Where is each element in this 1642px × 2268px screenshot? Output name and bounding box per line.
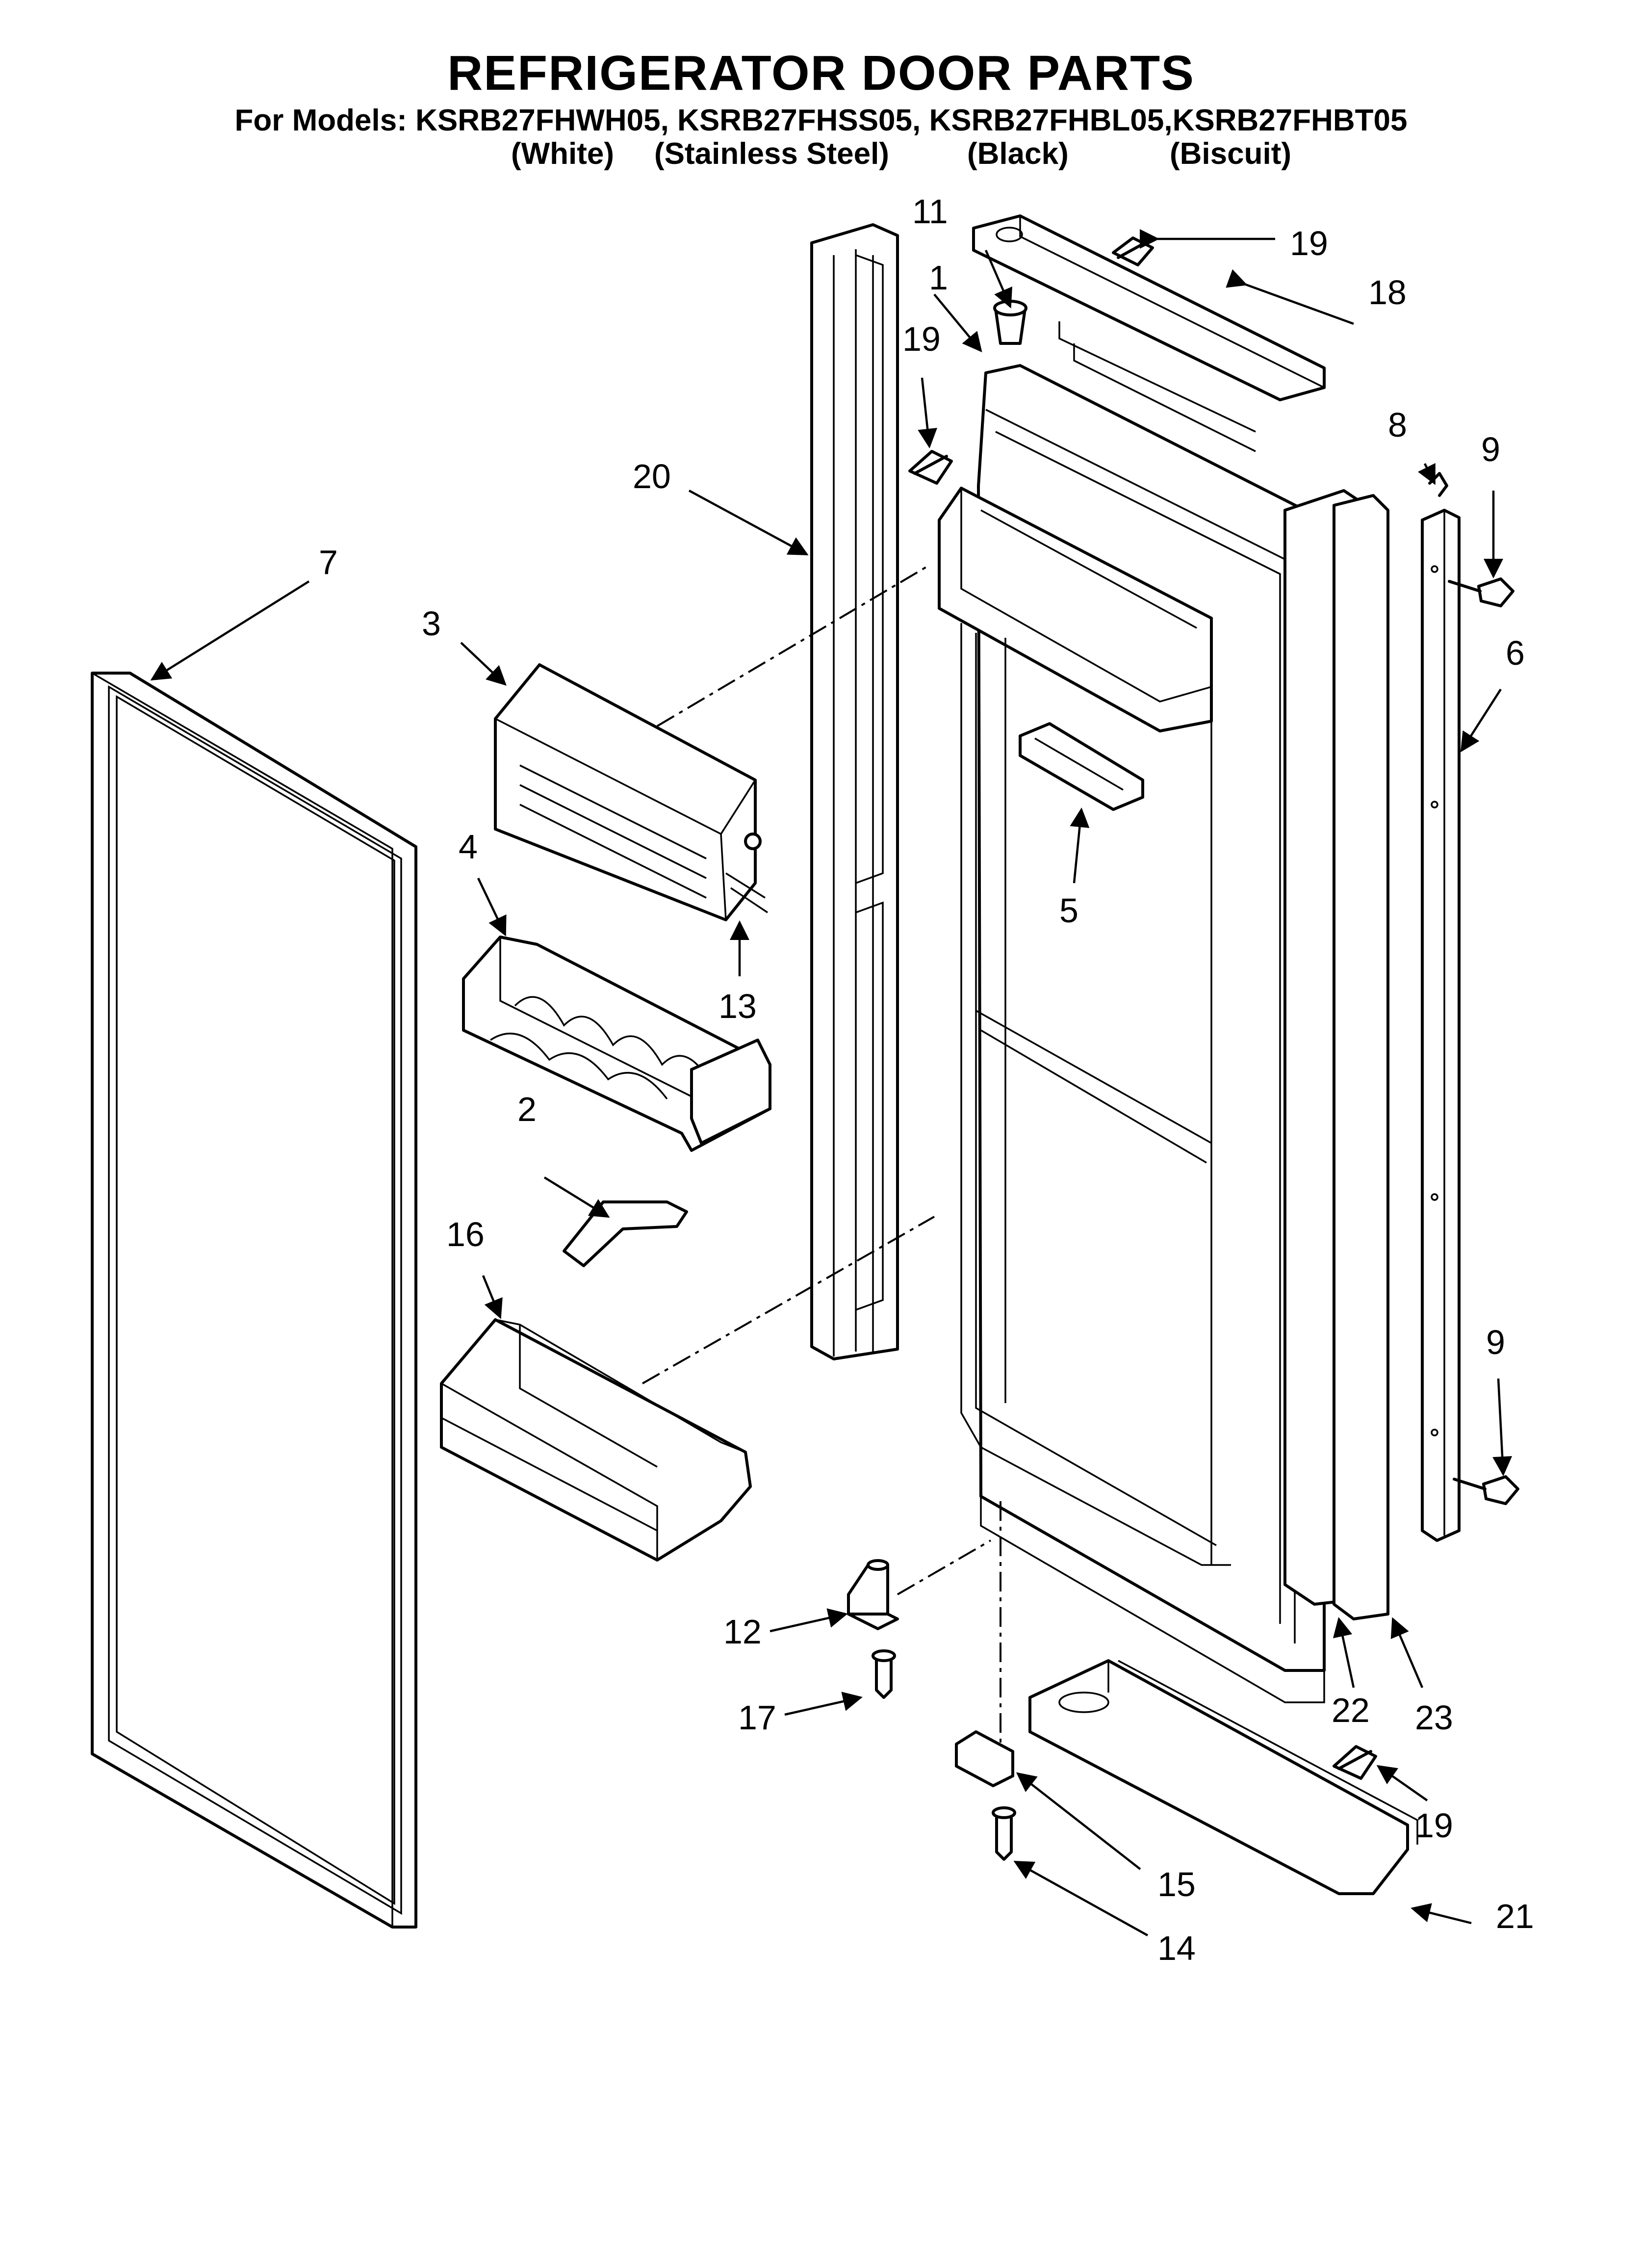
callout-19-top: 19: [1290, 224, 1328, 262]
variant-biscuit: (Biscuit): [1170, 137, 1291, 171]
callout-21: 21: [1496, 1897, 1534, 1935]
bin-clip-2: [563, 1200, 688, 1267]
screw-19-top: [1112, 236, 1154, 266]
callout-labels: 1 2 3 4 5 6 7 8 9 9 11 12 13 14 15 16 17…: [319, 192, 1534, 1967]
callout-5: 5: [1059, 891, 1078, 930]
callout-7: 7: [319, 543, 338, 581]
models-line: For Models: KSRB27FHWH05, KSRB27FHSS05, …: [234, 104, 1408, 137]
callout-9-upper: 9: [1481, 430, 1500, 469]
door-bin-16: [440, 1318, 752, 1562]
variant-white: (White): [511, 137, 615, 171]
page-title: REFRIGERATOR DOOR PARTS: [447, 46, 1195, 101]
callout-12: 12: [723, 1613, 762, 1651]
plug-11: [993, 300, 1027, 345]
callout-15: 15: [1157, 1865, 1196, 1903]
door-gasket-7: [91, 672, 417, 1929]
screw-9-lower: [1453, 1475, 1519, 1505]
callout-17: 17: [738, 1698, 776, 1737]
callout-19-bottom: 19: [1415, 1806, 1453, 1845]
alignment-line-lower: [642, 1216, 935, 1384]
hinge-12: [847, 1559, 899, 1630]
callout-18: 18: [1368, 273, 1407, 312]
callout-1: 1: [929, 259, 948, 297]
callout-20: 20: [633, 457, 671, 495]
callout-19-middle: 19: [902, 320, 941, 358]
screw-17: [872, 1649, 896, 1699]
gasket-strip-23: [1333, 494, 1389, 1620]
screw-19-bottom: [1333, 1745, 1377, 1780]
callout-16: 16: [446, 1215, 485, 1253]
callout-9-lower: 9: [1486, 1323, 1505, 1361]
screw-14: [992, 1806, 1016, 1861]
alignment-line-upper: [656, 566, 928, 727]
callout-6: 6: [1506, 634, 1525, 672]
variant-black: (Black): [967, 137, 1069, 171]
callout-13: 13: [718, 987, 757, 1025]
variant-stainless-steel: (Stainless Steel): [654, 137, 889, 171]
block-15: [955, 1730, 1014, 1787]
door-shell-1: [938, 364, 1326, 1703]
callout-4: 4: [459, 828, 478, 866]
door-trim-6: [1421, 509, 1461, 1542]
egg-bin-4: [462, 936, 771, 1152]
leader-lines: [150, 229, 1513, 1936]
callout-2: 2: [517, 1090, 537, 1128]
callout-23: 23: [1415, 1698, 1453, 1737]
callout-14: 14: [1157, 1929, 1196, 1967]
callout-11: 11: [912, 192, 948, 231]
callout-22: 22: [1332, 1691, 1370, 1729]
butter-tray-5: [1019, 722, 1144, 811]
dairy-door-3: [494, 663, 768, 921]
screw-9-upper: [1448, 577, 1514, 607]
bottom-cap-21: [1028, 1659, 1418, 1895]
screw-19-middle: [908, 450, 953, 485]
callout-3: 3: [422, 604, 441, 643]
alignment-line-hinge: [897, 1539, 992, 1595]
top-cap-18: [972, 214, 1326, 452]
door-strip-20: [810, 223, 899, 1360]
callout-8: 8: [1388, 406, 1407, 444]
